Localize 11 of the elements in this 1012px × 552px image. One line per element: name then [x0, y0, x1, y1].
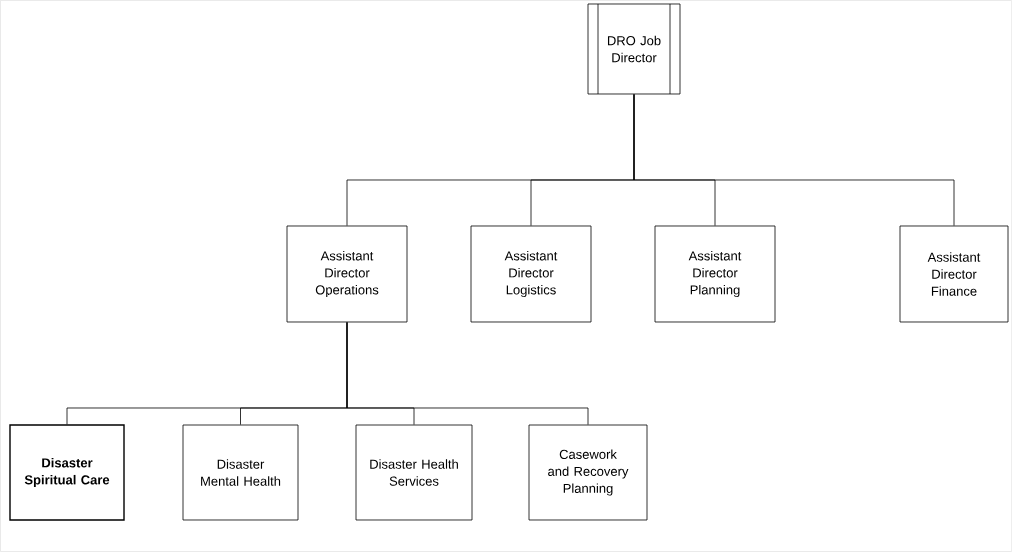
connector [346, 322, 589, 425]
org-box: Assistant Director Operations [286, 225, 408, 323]
org-box: Casework and Recovery Planning [528, 424, 648, 521]
org-box: Disaster Health Services [355, 424, 473, 521]
org-box: Disaster Spiritual Care [9, 424, 125, 521]
org-box: Assistant Director Logistics [470, 225, 592, 323]
org-box: Assistant Director Planning [654, 225, 776, 323]
connector [633, 94, 955, 226]
process-box: DRO Job Director [587, 3, 681, 95]
org-box: Assistant Director Finance [899, 225, 1009, 323]
org-box: Disaster Mental Health [182, 424, 299, 521]
